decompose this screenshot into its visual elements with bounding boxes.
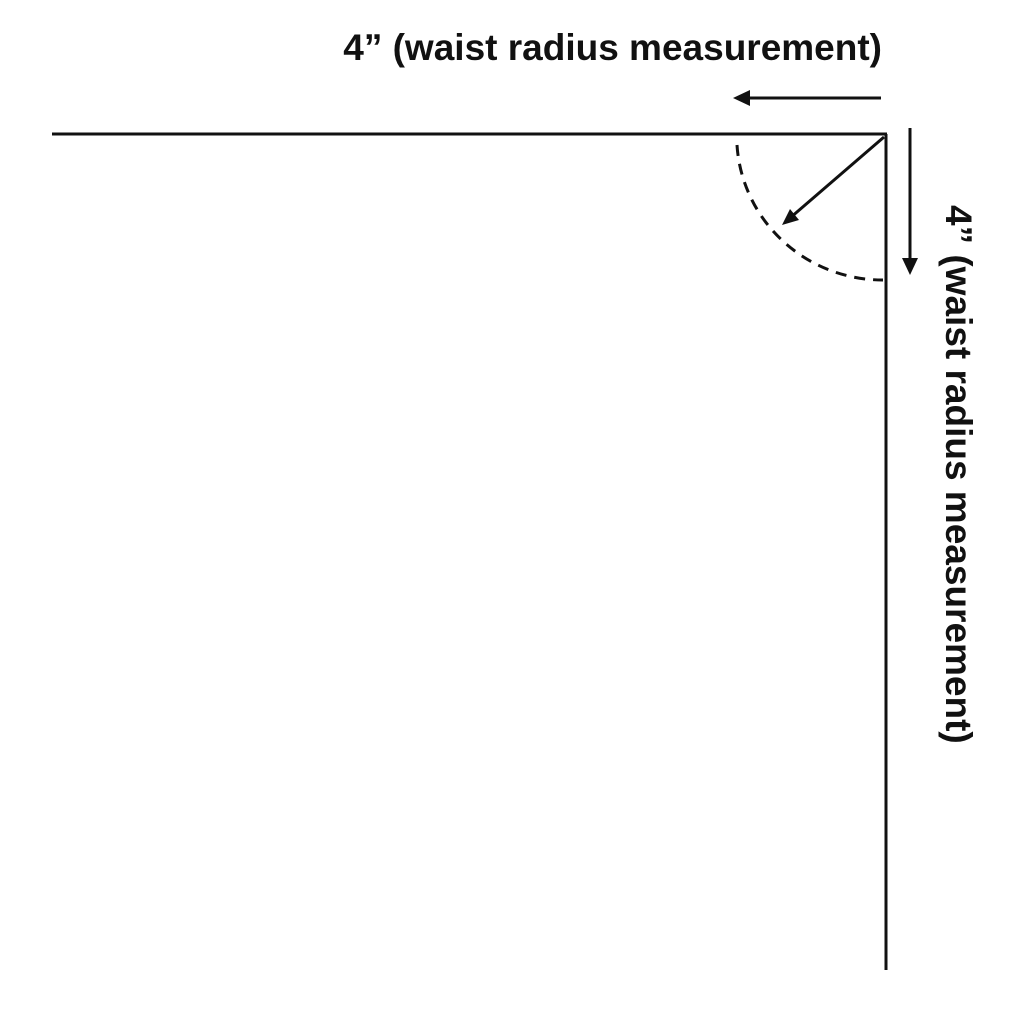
horizontal-arrowhead — [733, 90, 750, 106]
diagonal-arrowhead — [782, 209, 799, 225]
vertical-arrowhead — [902, 258, 918, 275]
top-measurement-label: 4” (waist radius measurement) — [343, 27, 882, 68]
diagonal-radius-arrow — [789, 135, 885, 220]
side-measurement-label: 4” (waist radius measurement) — [938, 205, 979, 744]
waist-arc-dashed — [735, 144, 884, 282]
